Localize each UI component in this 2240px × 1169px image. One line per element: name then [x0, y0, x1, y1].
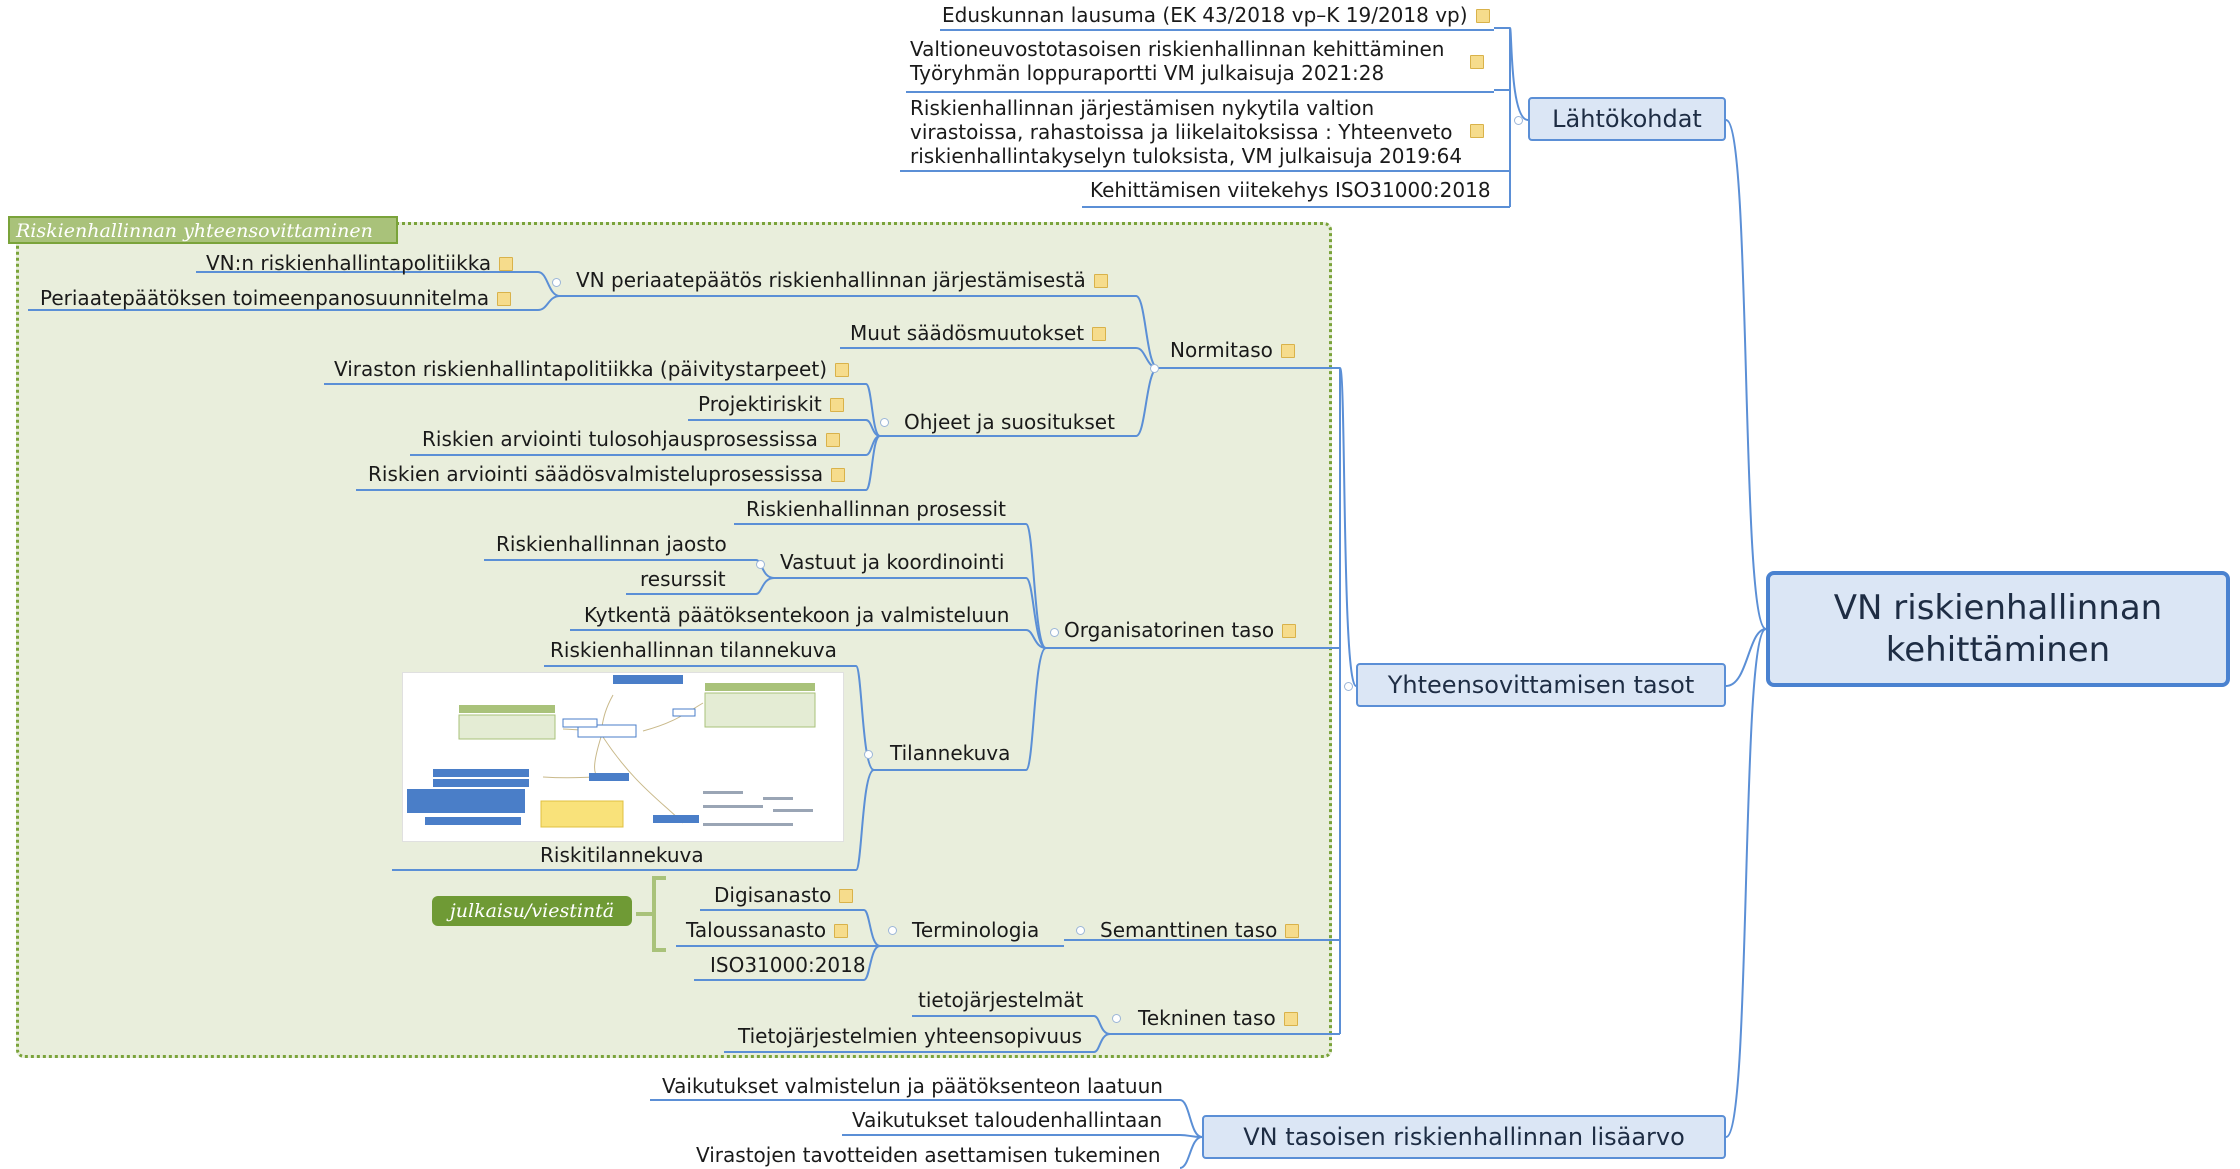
topic-taloussanasto[interactable]: Taloussanasto: [686, 918, 849, 942]
note-icon[interactable]: [839, 889, 854, 903]
topic-toimeenpanosuunnitelma[interactable]: Periaatepäätöksen toimeenpanosuunnitelma: [40, 286, 512, 310]
note-icon[interactable]: [835, 363, 849, 377]
note-icon[interactable]: [1093, 274, 1108, 288]
topic-viraston-politiikka[interactable]: Viraston riskienhallintapolitiikka (päiv…: [334, 357, 849, 381]
boundary-label[interactable]: Riskienhallinnan yhteensovittaminen: [8, 216, 398, 244]
topic-tyoryhman-loppuraportti[interactable]: Valtioneuvostotasoisen riskienhallinnan …: [910, 37, 1445, 85]
collapse-toggle[interactable]: [1076, 926, 1085, 935]
embedded-diagram-thumbnail[interactable]: [402, 672, 844, 842]
root-topic[interactable]: VN riskienhallinnan kehittäminen: [1766, 571, 2230, 687]
topic-eduskunnan-lausuma[interactable]: Eduskunnan lausuma (EK 43/2018 vp–K 19/2…: [942, 3, 1490, 27]
note-icon[interactable]: [825, 433, 840, 447]
topic-terminologia[interactable]: Terminologia: [912, 918, 1040, 942]
topic-iso31000[interactable]: ISO31000:2018: [710, 953, 866, 977]
topic-organisatorinen-taso[interactable]: Organisatorinen taso: [1064, 618, 1297, 642]
topic-tietojarjestelmat[interactable]: tietojärjestelmät: [918, 988, 1084, 1012]
note-icon[interactable]: [1092, 327, 1107, 341]
note-icon[interactable]: [1280, 344, 1295, 358]
topic-tilannekuva[interactable]: Tilannekuva: [890, 741, 1011, 765]
branch-lahtokohdat[interactable]: Lähtökohdat: [1528, 97, 1726, 141]
note-icon[interactable]: [1285, 924, 1300, 938]
collapse-toggle[interactable]: [756, 560, 765, 569]
collapse-toggle[interactable]: [1514, 116, 1523, 125]
note-icon[interactable]: [497, 292, 512, 306]
branch-lisaarvo[interactable]: VN tasoisen riskienhallinnan lisäarvo: [1202, 1115, 1726, 1159]
topic-nykytila-raportti[interactable]: Riskienhallinnan järjestämisen nykytila …: [910, 96, 1463, 168]
topic-normitaso[interactable]: Normitaso: [1170, 338, 1295, 362]
collapse-toggle[interactable]: [1344, 682, 1353, 691]
topic-tulosohjausprosessi[interactable]: Riskien arviointi tulosohjausprosessissa: [422, 427, 840, 451]
topic-tavoitteiden-asettaminen[interactable]: Virastojen tavotteiden asettamisen tukem…: [696, 1143, 1161, 1167]
topic-vaikutukset-laatuun[interactable]: Vaikutukset valmistelun ja päätöksenteon…: [662, 1074, 1163, 1098]
boundary-region: [16, 222, 1332, 1058]
topic-resurssit[interactable]: resurssit: [640, 567, 726, 591]
branch-yhteensovittamisen-tasot[interactable]: Yhteensovittamisen tasot: [1356, 663, 1726, 707]
topic-vastuut-ja-koordinointi[interactable]: Vastuut ja koordinointi: [780, 550, 1005, 574]
topic-ohjeet-ja-suositukset[interactable]: Ohjeet ja suositukset: [904, 410, 1115, 434]
note-icon[interactable]: [499, 257, 514, 271]
topic-saadosvalmisteluprosessi[interactable]: Riskien arviointi säädösvalmisteluproses…: [368, 462, 846, 486]
topic-riskienhallinnan-tilannekuva[interactable]: Riskienhallinnan tilannekuva: [550, 638, 837, 662]
topic-semanttinen-taso[interactable]: Semanttinen taso: [1100, 918, 1300, 942]
collapse-toggle[interactable]: [1050, 628, 1059, 637]
note-icon[interactable]: [829, 398, 844, 412]
collapse-toggle[interactable]: [552, 278, 561, 287]
collapse-toggle[interactable]: [888, 926, 897, 935]
note-icon[interactable]: [1470, 124, 1484, 138]
topic-muut-saadosmuutokset[interactable]: Muut säädösmuutokset: [850, 321, 1107, 345]
note-icon[interactable]: [834, 924, 849, 938]
topic-riskienhallinnan-jaosto[interactable]: Riskienhallinnan jaosto: [496, 532, 727, 556]
collapse-toggle[interactable]: [864, 750, 873, 759]
topic-vaikutukset-taloudenhallintaan[interactable]: Vaikutukset taloudenhallintaan: [852, 1108, 1163, 1132]
topic-vn-periaatepaatos[interactable]: VN periaatepäätös riskienhallinnan järje…: [576, 268, 1108, 292]
topic-projektiriskit[interactable]: Projektiriskit: [698, 392, 844, 416]
topic-kytkenta-paatoksentekoon[interactable]: Kytkentä päätöksentekoon ja valmisteluun: [584, 603, 1010, 627]
collapse-toggle[interactable]: [1112, 1014, 1121, 1023]
topic-kehittamisen-viitekehys[interactable]: Kehittämisen viitekehys ISO31000:2018: [1090, 178, 1491, 202]
note-icon[interactable]: [1283, 1012, 1298, 1026]
collapse-toggle[interactable]: [1150, 364, 1159, 373]
note-icon[interactable]: [1282, 624, 1297, 638]
label-julkaisu-viestinta[interactable]: julkaisu/viestintä: [432, 896, 632, 926]
collapse-toggle[interactable]: [880, 418, 889, 427]
topic-digisanasto[interactable]: Digisanasto: [714, 883, 854, 907]
topic-riskitilannekuva[interactable]: Riskitilannekuva: [540, 843, 704, 867]
topic-riskienhallinnan-prosessit[interactable]: Riskienhallinnan prosessit: [746, 497, 1006, 521]
topic-vn-riskienhallintapolitiikka[interactable]: VN:n riskienhallintapolitiikka: [206, 251, 514, 275]
note-icon[interactable]: [1475, 9, 1490, 23]
topic-tekninen-taso[interactable]: Tekninen taso: [1138, 1006, 1298, 1030]
note-icon[interactable]: [1470, 55, 1484, 69]
topic-tietojarjestelmien-yhteensopivuus[interactable]: Tietojärjestelmien yhteensopivuus: [738, 1024, 1083, 1048]
note-icon[interactable]: [831, 468, 846, 482]
